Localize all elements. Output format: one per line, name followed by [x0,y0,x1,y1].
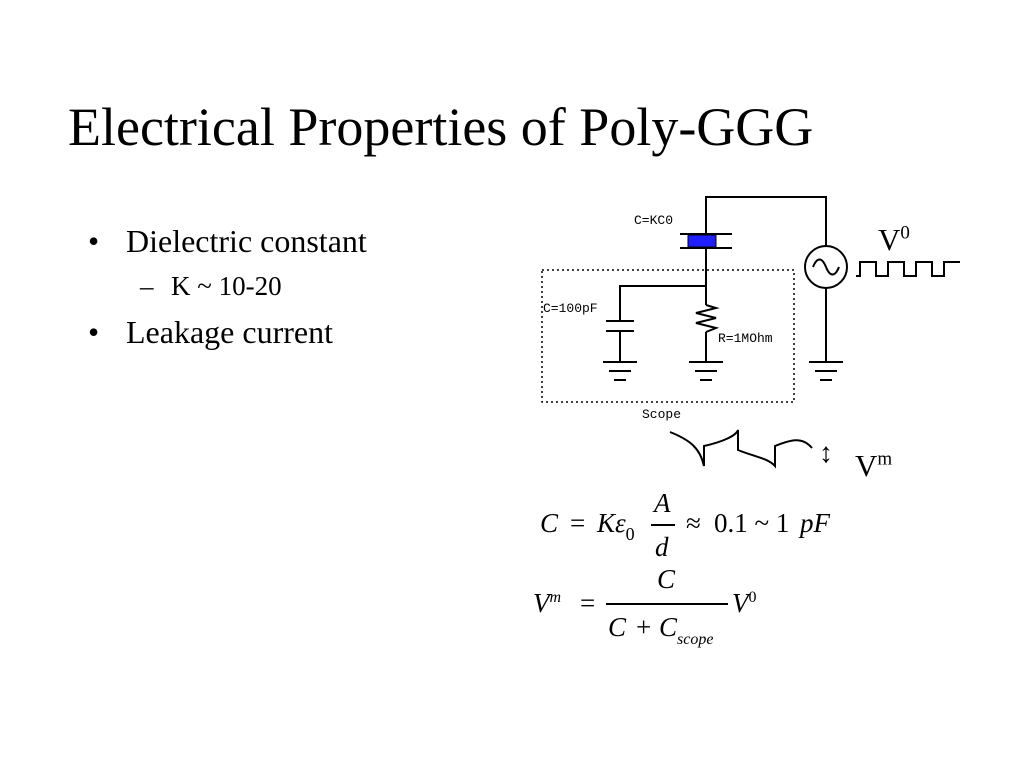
bullet-dielectric-constant: • Dielectric constant [88,222,488,260]
bullet-text: Leakage current [126,313,333,350]
bullet-mark: • [88,223,100,259]
scope-capacitor-label: C=100pF [543,301,598,316]
slide-title: Electrical Properties of Poly-GGG [68,97,814,157]
scope-box [541,269,795,403]
source-voltage-label: V0 [878,222,910,257]
device-capacitor-icon [680,233,732,249]
resistor-icon [695,304,720,333]
ground-icon [603,361,637,381]
circuit-wires [619,196,827,362]
fraction-bar [606,603,728,605]
scope-label: Scope [642,407,681,422]
bullet-mark: • [88,313,100,350]
sub-bullet-mark: – [140,271,154,302]
capacitor-label: C=KC0 [634,213,673,228]
measured-voltage-label: Vm [855,448,893,483]
ground-icon [809,361,843,381]
resistor-label: R=1MOhm [718,331,773,346]
sub-bullet-k-range: – K ~ 10-20 [88,270,488,302]
square-wave-icon [856,261,960,277]
ac-source-icon [804,245,848,289]
double-arrow-icon: ↕ [819,438,833,469]
fraction-bar [651,524,675,526]
sub-bullet-text: K ~ 10-20 [171,271,282,302]
bullet-list: • Dielectric constant – K ~ 10-20 • Leak… [88,222,488,361]
measured-waveform-icon [669,429,813,469]
scope-capacitor-icon [606,320,634,332]
ground-icon [689,361,723,381]
bullet-leakage-current: • Leakage current [88,313,488,351]
bullet-text: Dielectric constant [126,223,367,259]
